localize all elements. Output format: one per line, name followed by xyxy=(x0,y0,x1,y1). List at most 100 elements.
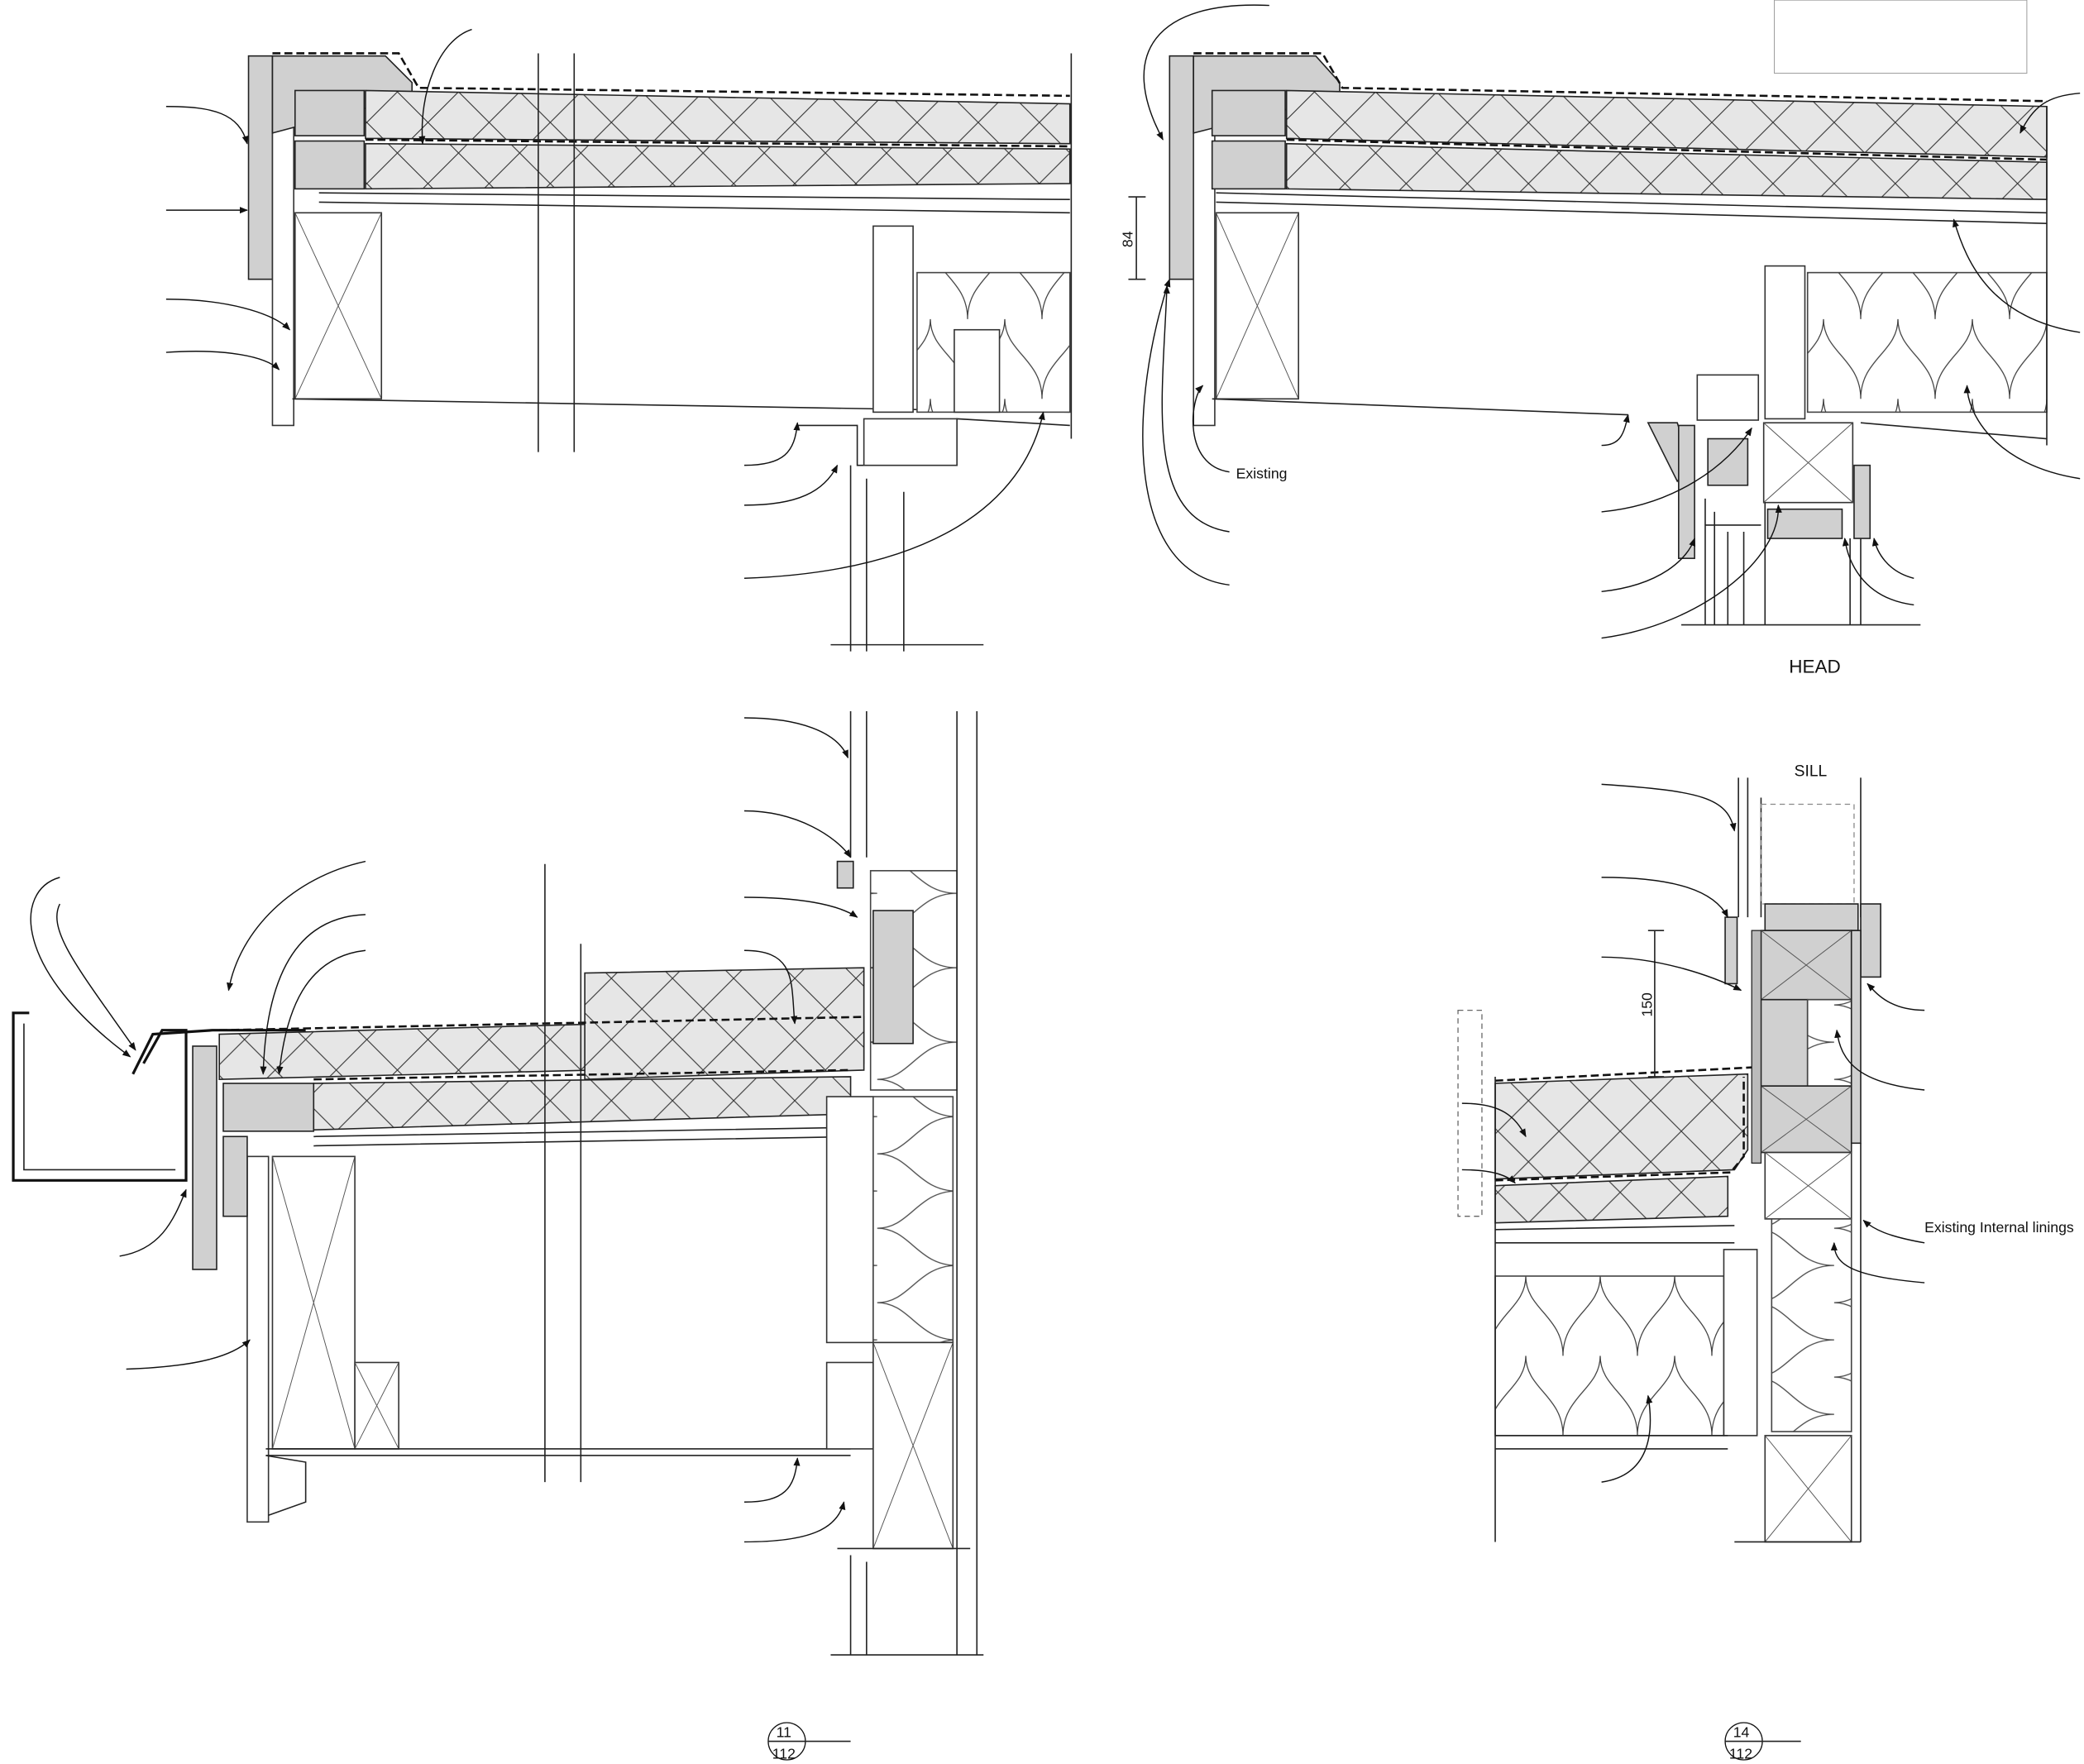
timber-packer xyxy=(222,1135,248,1217)
wall-stud-cross xyxy=(872,1342,954,1549)
leader xyxy=(1830,1241,1925,1284)
head-block xyxy=(863,418,958,466)
wall-lines xyxy=(1494,1076,1862,1543)
leader xyxy=(1867,982,1925,1011)
label-existing-internal-linings: Existing Internal linings xyxy=(1924,1219,2074,1236)
window-frame xyxy=(1704,498,1761,625)
rafter-cross xyxy=(1216,213,1299,399)
timber-block xyxy=(294,140,366,190)
internal-lining xyxy=(1850,930,1862,1145)
leader xyxy=(743,949,798,1025)
leader xyxy=(2019,92,2081,134)
callout-number: 11 xyxy=(777,1724,791,1741)
leader xyxy=(1601,414,1630,447)
roof-insulation-lower xyxy=(365,142,1071,190)
section-label-sill: SILL xyxy=(1795,763,1828,781)
sill-window-frame xyxy=(1737,777,1862,918)
membrane xyxy=(1494,1076,1745,1182)
window-head-liner xyxy=(1766,508,1843,539)
soffit-line xyxy=(1212,398,1628,416)
leader xyxy=(1871,538,1914,579)
sill-trim xyxy=(1724,916,1738,985)
sill-trimmer-cross xyxy=(1761,930,1852,1001)
callout-sheet: 112 xyxy=(772,1745,796,1762)
leader xyxy=(1192,385,1230,473)
timber-block xyxy=(294,89,366,136)
leader xyxy=(743,422,801,466)
leader xyxy=(165,351,280,370)
wall-insulation xyxy=(872,1096,954,1344)
sill-internal-timber xyxy=(1860,903,1881,978)
membrane xyxy=(1193,52,2048,103)
soffit-step xyxy=(265,1455,307,1517)
leader xyxy=(119,1188,187,1257)
timber-block xyxy=(222,1083,315,1132)
head-packer xyxy=(1707,437,1749,486)
lintel-cross xyxy=(1763,422,1853,504)
leader xyxy=(743,896,858,918)
fascia-board xyxy=(1169,55,1195,280)
dimension-150 xyxy=(1647,930,1665,1078)
gutter-inner xyxy=(23,1023,176,1171)
detail-callout-14: 14 112 xyxy=(1724,1722,1801,1762)
roof-insulation-upper xyxy=(365,89,1071,145)
leader xyxy=(1601,538,1696,593)
leader xyxy=(1601,427,1752,513)
dimension-84-label: 84 xyxy=(1119,231,1135,247)
ceiling-line xyxy=(1216,192,2048,224)
callout-number: 14 xyxy=(1733,1724,1750,1741)
wall-insulation xyxy=(1771,1218,1852,1432)
leader xyxy=(743,1501,846,1543)
break-lines xyxy=(538,53,1073,452)
leader xyxy=(1862,1219,1925,1244)
dimension-150-label: 150 xyxy=(1639,992,1656,1017)
leader xyxy=(743,464,839,506)
label-existing: Existing xyxy=(1236,466,1288,482)
roof-insulation-upper-right xyxy=(584,967,865,1080)
internal-lining xyxy=(1853,464,1871,539)
break-lines xyxy=(544,863,582,1483)
leader xyxy=(743,411,1045,579)
leader xyxy=(1143,4,1269,141)
leader xyxy=(1601,783,1737,832)
timber-block xyxy=(1211,89,1286,136)
leader xyxy=(1842,538,1914,606)
wall-block xyxy=(872,910,914,1045)
wall-insulation xyxy=(1806,271,2048,414)
leader xyxy=(227,860,366,992)
leader xyxy=(165,299,291,331)
detail-top-right: 84 Existing HEAD xyxy=(1119,0,2081,676)
detail-callout-11: 11 112 xyxy=(767,1722,851,1762)
wall-stud xyxy=(872,225,914,414)
leader xyxy=(418,28,472,145)
leader xyxy=(1601,1394,1653,1483)
fascia-board xyxy=(247,55,274,280)
membrane xyxy=(1494,1066,1752,1083)
membrane xyxy=(1286,138,2048,161)
leader xyxy=(30,877,131,1058)
wall-stud-cross xyxy=(1764,1152,1852,1220)
roof-insulation-upper xyxy=(1494,1073,1749,1180)
ceiling-line xyxy=(1495,1225,1735,1244)
wall-plate-cross xyxy=(1761,1085,1852,1153)
detail-top-left xyxy=(165,28,1073,652)
leader xyxy=(126,1339,251,1370)
fascia-cap xyxy=(836,860,854,889)
gutter xyxy=(12,1011,188,1182)
wall-stud-lower-cross xyxy=(1764,1435,1852,1542)
wall-frame xyxy=(825,1361,874,1450)
leader xyxy=(1161,284,1230,533)
callout-sheet: 112 xyxy=(1729,1745,1752,1762)
roof-insulation-lower xyxy=(313,1076,852,1131)
head-trim xyxy=(1678,424,1695,559)
soffit-line xyxy=(265,1448,851,1456)
leader xyxy=(743,1457,801,1503)
leader xyxy=(165,106,249,145)
wall-below xyxy=(1681,502,1921,626)
leader xyxy=(1461,1169,1516,1184)
ceiling-joist xyxy=(1723,1249,1758,1437)
leader xyxy=(1601,877,1728,918)
wall-stud xyxy=(1764,265,1806,420)
reference-box xyxy=(1457,1009,1483,1217)
